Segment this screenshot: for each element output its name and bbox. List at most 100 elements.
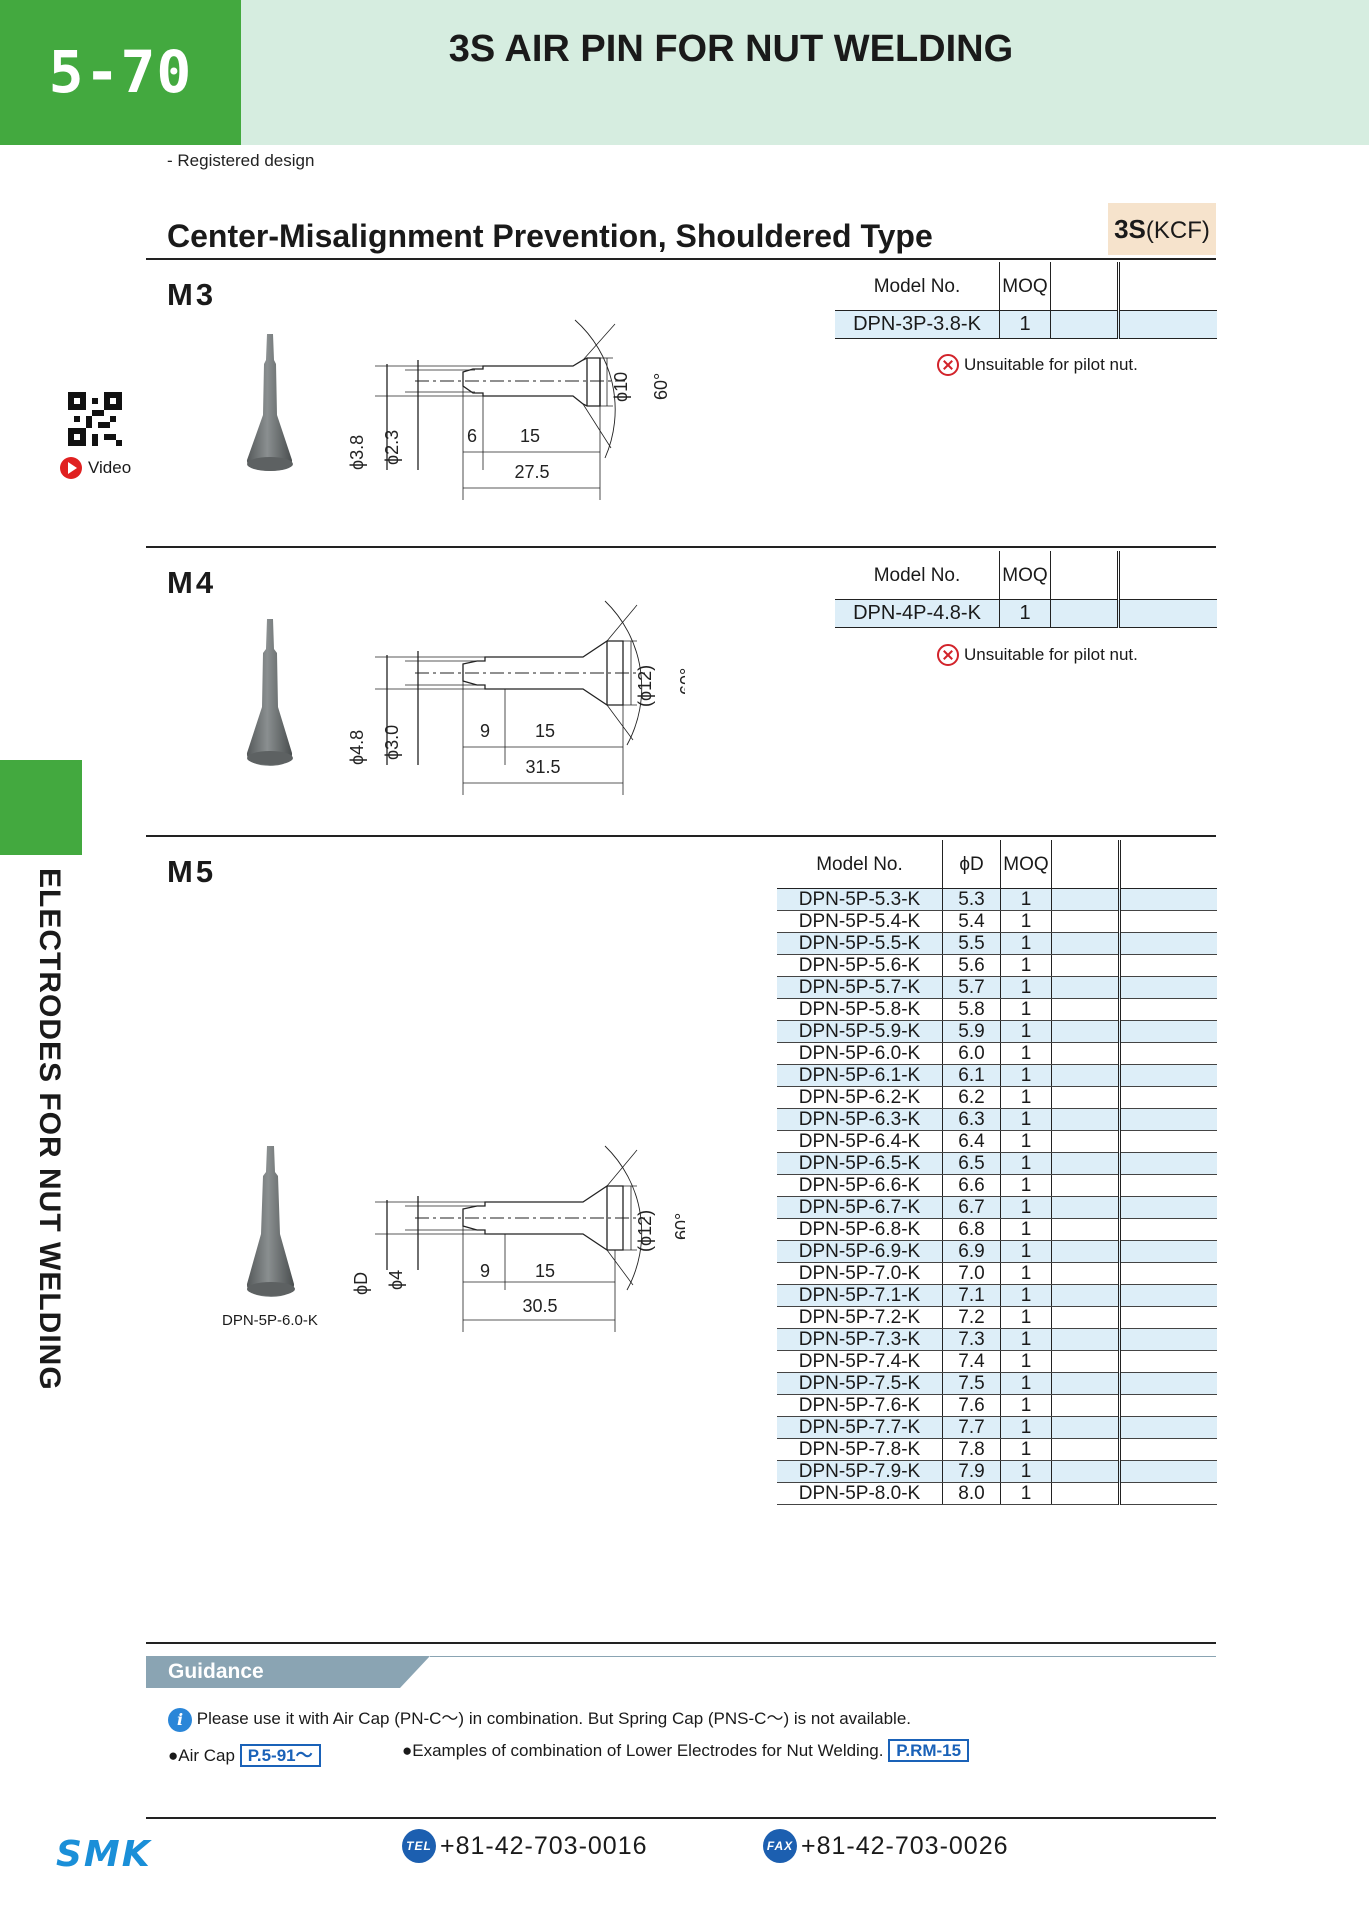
model-number-cell: DPN-5P-5.4-K — [777, 910, 943, 933]
moq-cell: 1 — [1000, 1218, 1052, 1241]
header-model: Model No. — [816, 853, 903, 875]
m3-dim-d2: ϕ2.3 — [382, 430, 402, 465]
info-icon: i — [168, 1707, 192, 1732]
diameter-cell: 5.8 — [942, 998, 1001, 1021]
model-number-cell: DPN-5P-6.5-K — [777, 1152, 943, 1175]
diameter-cell: 6.8 — [942, 1218, 1001, 1241]
moq-cell: 1 — [1000, 932, 1052, 955]
m5-dim-angle: 60° — [672, 1213, 685, 1240]
header-model: Model No. — [873, 564, 961, 586]
m3-warning: Unsuitable for pilot nut. — [937, 354, 1138, 376]
diameter-cell: 5.9 — [942, 1020, 1001, 1043]
diameter-cell: 5.4 — [942, 910, 1001, 933]
m5-part-caption: DPN-5P-6.0-K — [222, 1312, 318, 1329]
m5-dim-d2: ϕ4 — [386, 1270, 406, 1290]
model-number-cell: DPN-5P-6.8-K — [777, 1218, 943, 1241]
diameter-cell: 7.6 — [942, 1394, 1001, 1417]
prohibited-icon — [937, 354, 959, 376]
examples-page-link[interactable]: P.RM-15 — [888, 1739, 970, 1762]
moq-cell: 1 — [1000, 1328, 1052, 1351]
play-icon — [60, 457, 82, 479]
aircap-page-link[interactable]: P.5-91～ — [239, 1744, 321, 1767]
side-tab — [0, 760, 82, 855]
moq-cell: 1 — [1000, 1394, 1052, 1417]
moq-cell: 1 — [1000, 1086, 1052, 1109]
moq-cell: 1 — [1000, 1196, 1052, 1219]
moq-cell: 1 — [1000, 1460, 1052, 1483]
m5-dim-d1: ϕD — [351, 1272, 371, 1295]
fax-contact: FAX +81-42-703-0026 — [763, 1829, 1009, 1863]
moq-cell: 1 — [1000, 976, 1052, 999]
moq-cell: 1 — [1000, 1262, 1052, 1285]
moq-cell: 1 — [1000, 1174, 1052, 1197]
header-moq: MOQ — [1000, 840, 1052, 889]
model-number-cell: DPN-5P-8.0-K — [777, 1482, 943, 1505]
section-divider — [146, 1642, 1216, 1644]
model-number-cell: DPN-5P-7.0-K — [777, 1262, 943, 1285]
moq-cell: 1 — [1000, 1306, 1052, 1329]
model-number-cell: DPN-5P-7.1-K — [777, 1284, 943, 1307]
model-number-cell: DPN-5P-7.2-K — [777, 1306, 943, 1329]
moq-cell: 1 — [1000, 1108, 1052, 1131]
model-number-cell: DPN-5P-6.9-K — [777, 1240, 943, 1263]
diameter-cell: 5.6 — [942, 954, 1001, 977]
diameter-cell: 6.3 — [942, 1108, 1001, 1131]
side-category-label: ELECTRODES FOR NUT WELDING — [33, 868, 66, 1391]
m3-dim-head: ϕ10 — [611, 372, 631, 402]
m3-pin-photo — [246, 334, 293, 471]
model-number-cell: DPN-5P-7.4-K — [777, 1350, 943, 1373]
model-number-cell: DPN-5P-7.6-K — [777, 1394, 943, 1417]
qr-code-icon[interactable] — [68, 392, 122, 446]
m3-dim-total: 27.5 — [514, 462, 549, 482]
model-number-cell: DPN-5P-5.6-K — [777, 954, 943, 977]
aircap-line: ●Air Cap P.5-91～ — [168, 1741, 321, 1767]
m3-dim-l1: 6 — [467, 426, 477, 446]
moq-cell: 1 — [1000, 1130, 1052, 1153]
prohibited-icon — [937, 644, 959, 666]
m5-dim-l2: 15 — [535, 1261, 555, 1281]
model-number-cell: DPN-5P-5.7-K — [777, 976, 943, 999]
model-number-cell: DPN-5P-6.7-K — [777, 1196, 943, 1219]
section-divider — [146, 546, 1216, 548]
fax-icon: FAX — [763, 1829, 797, 1863]
diameter-cell: 6.5 — [942, 1152, 1001, 1175]
m4-pin-photo — [246, 619, 293, 766]
diameter-cell: 7.2 — [942, 1306, 1001, 1329]
model-number-cell: DPN-5P-7.7-K — [777, 1416, 943, 1439]
diameter-cell: 5.5 — [942, 932, 1001, 955]
model-number-cell: DPN-5P-6.2-K — [777, 1086, 943, 1109]
m4-dim-l1: 9 — [480, 721, 490, 741]
diameter-cell: 7.9 — [942, 1460, 1001, 1483]
moq-cell: 1 — [1000, 1042, 1052, 1065]
moq-cell: 1 — [1000, 1284, 1052, 1307]
video-link[interactable]: Video — [60, 457, 131, 479]
moq-cell: 1 — [1000, 1020, 1052, 1043]
diameter-cell: 6.9 — [942, 1240, 1001, 1263]
footer-divider — [146, 1817, 1216, 1819]
moq-cell: 1 — [1000, 954, 1052, 977]
moq-cell: 1 — [1000, 1152, 1052, 1175]
company-logo: SMK — [56, 1834, 152, 1875]
model-number-cell: DPN-5P-6.1-K — [777, 1064, 943, 1087]
m3-dim-l2: 15 — [520, 426, 540, 446]
diameter-cell: 6.7 — [942, 1196, 1001, 1219]
diameter-cell: 5.7 — [942, 976, 1001, 999]
moq-cell: 1 — [1000, 998, 1052, 1021]
m3-dimension-drawing: ϕ3.8 ϕ2.3 6 15 27.5 ϕ10 60° — [347, 319, 671, 500]
video-label: Video — [88, 458, 132, 477]
moq-cell: 1 — [1000, 1482, 1052, 1505]
diameter-cell: 8.0 — [942, 1482, 1001, 1505]
